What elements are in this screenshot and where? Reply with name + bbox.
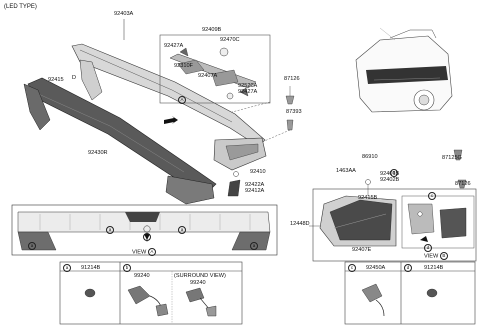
type-label: (LED TYPE) xyxy=(4,4,37,10)
marker-b-center: b xyxy=(143,233,153,241)
label-92402B: 92402B xyxy=(380,177,400,183)
marker-c-right: c xyxy=(428,192,438,200)
marker-D: D xyxy=(72,75,77,81)
label-87125G: 87125G xyxy=(442,155,462,161)
label-86910: 86910 xyxy=(362,154,378,160)
label-87393: 87393 xyxy=(286,109,302,115)
marker-a-far: a xyxy=(250,242,260,250)
label-12448D: 12448D xyxy=(290,221,310,227)
label-92470C: 92470C xyxy=(220,37,240,43)
label-92310F: 92310F xyxy=(174,63,193,69)
end-piece-lower xyxy=(165,175,215,205)
label-92403A: 92403A xyxy=(114,11,134,17)
view-a-caption: VIEW A xyxy=(132,248,158,256)
label-92412A: 92412A xyxy=(245,188,265,194)
marker-a-right: a xyxy=(178,226,188,234)
legend-b-part: 99240 xyxy=(134,273,150,279)
label-92430R: 92430R xyxy=(88,150,108,156)
label-92410: 92410 xyxy=(250,169,266,175)
left-lamp-upper xyxy=(79,59,103,101)
label-92422A: 92422A xyxy=(245,182,265,188)
label-87126-right: 87126 xyxy=(455,181,471,187)
label-92427A-a: 92427A xyxy=(164,43,184,49)
label-92415B: 92415B xyxy=(358,195,378,201)
label-92407A: 92407A xyxy=(198,73,218,79)
label-92520A: 92520A xyxy=(238,83,258,89)
marker-d-right: d xyxy=(424,244,434,252)
legend-b-sub-title: (SURROUND VIEW) xyxy=(174,273,226,279)
marker-a-mid: a xyxy=(106,226,116,234)
marker-a-left: a xyxy=(28,242,38,250)
view-b-caption: VIEW B xyxy=(424,252,450,260)
label-1463AA: 1463AA xyxy=(336,168,356,174)
label-87126-top: 87126 xyxy=(284,76,300,82)
label-92409B: 92409B xyxy=(202,27,222,33)
label-92401B: 92401B xyxy=(380,171,400,177)
label-92427A-b: 92427A xyxy=(238,89,258,95)
label-92415: 92415 xyxy=(48,77,64,83)
marker-B-circle: B xyxy=(390,169,402,180)
left-lamp-lower xyxy=(23,83,51,131)
legend-b-header: b xyxy=(123,264,133,272)
marker-A-arrow: A xyxy=(178,96,188,104)
label-92407E: 92407E xyxy=(352,247,372,253)
legend-b-sub-part: 99240 xyxy=(190,280,206,286)
